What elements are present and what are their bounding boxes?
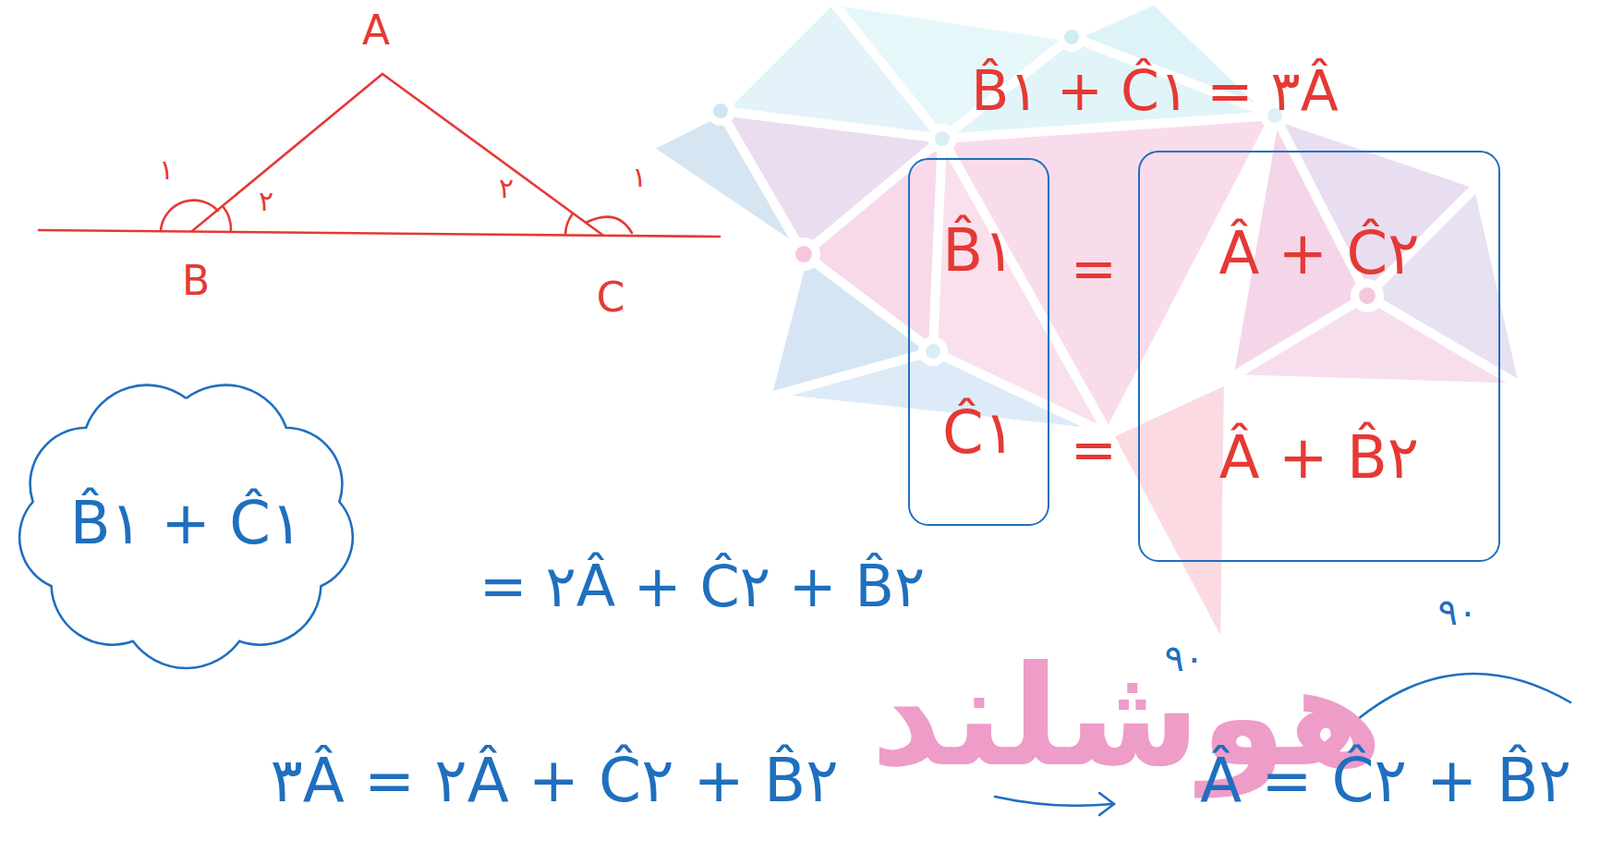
node-text: Â + Ĉ۲ <box>1218 219 1419 289</box>
angle-number: ۱ <box>158 154 174 187</box>
vertex-label: A <box>362 7 390 55</box>
logo-tile <box>1228 295 1525 388</box>
logo-node <box>918 336 948 366</box>
node-text: B̂۱ <box>942 217 1015 286</box>
logo-dot <box>934 131 950 146</box>
angle-value: ۹۰ <box>1438 590 1479 633</box>
logo-dot <box>713 103 728 119</box>
logo-dot <box>925 343 941 359</box>
vertex-label: C <box>596 274 626 322</box>
equation: ۳Â = ۲Â + Ĉ۲ + B̂۲ <box>269 745 838 816</box>
brace-arc <box>1357 673 1571 719</box>
base-line <box>38 230 720 237</box>
logo-tile <box>1108 378 1229 654</box>
node-text: B̂۱ + Ĉ۱ <box>70 489 304 558</box>
logo-dot <box>1358 287 1376 304</box>
logo-dot <box>795 245 813 263</box>
side-ac <box>382 73 603 235</box>
equals-sign: = <box>1070 417 1117 482</box>
logo-node <box>927 123 958 154</box>
angle-number: ۲ <box>498 172 514 206</box>
angle-number: ۱ <box>631 161 647 194</box>
boxed-group: B̂۱Ĉ۱ <box>908 157 1050 526</box>
angle-arc <box>585 217 632 233</box>
angle-arc <box>565 213 573 234</box>
angle-arc <box>160 200 219 231</box>
node-text: Ĉ۱ <box>942 399 1016 468</box>
angle-arc <box>222 206 231 231</box>
vertex-label: B <box>181 257 210 305</box>
node-text: Â + B̂۲ <box>1219 424 1419 493</box>
equals-sign: = <box>1070 236 1117 301</box>
implies-arrow <box>994 796 1113 806</box>
angle-number: ۲ <box>258 185 274 219</box>
logo-dot <box>1064 29 1079 45</box>
logo-node <box>705 96 736 126</box>
angle-value: ۹۰ <box>1164 636 1205 679</box>
equation: Â = Ĉ۲ + B̂۲ <box>1200 745 1572 816</box>
cloud-outline <box>19 385 353 668</box>
arrow-head <box>1099 792 1115 815</box>
cloud-note: B̂۱ + Ĉ۱ <box>10 377 363 669</box>
boxed-group: Â + Ĉ۲ Â + B̂۲ <box>1138 150 1501 562</box>
equation: = ۲Â + Ĉ۲ + B̂۲ <box>479 553 926 619</box>
side-ab <box>192 73 383 231</box>
logo-node <box>1056 22 1087 52</box>
logo-node <box>787 237 821 271</box>
equation: B̂۱ + Ĉ۱ = ۳Â <box>970 59 1339 123</box>
